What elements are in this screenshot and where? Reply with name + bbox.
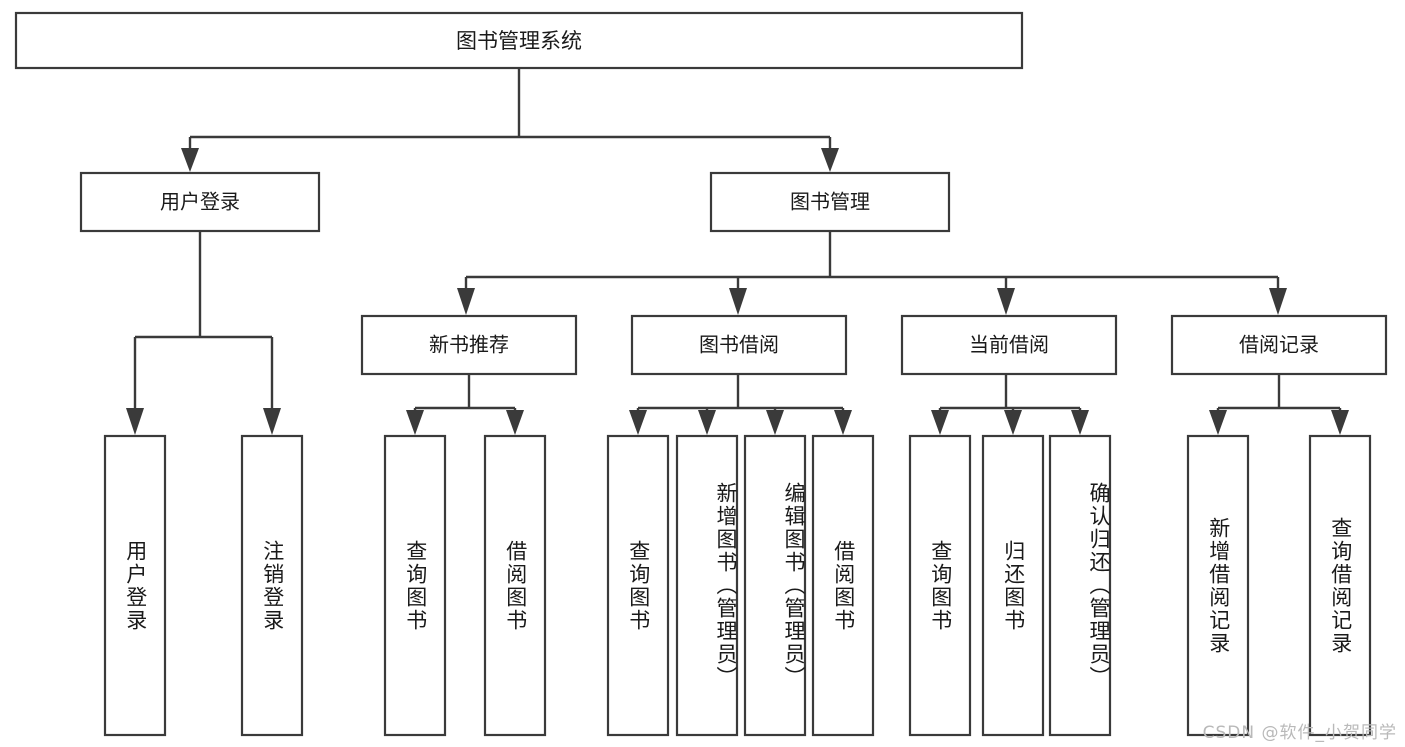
- leaf-box-add-borrow-record[interactable]: [1186, 434, 1250, 737]
- node-root-box[interactable]: [14, 11, 1024, 70]
- leaf-label-add-book-admin: 新增图书（管理员）: [714, 482, 738, 689]
- leaf-box-borrow-book-1[interactable]: [483, 434, 547, 737]
- leaf-box-add-book-admin[interactable]: [675, 434, 739, 737]
- leaf-label-borrow-book-1: 借阅图书: [503, 539, 528, 632]
- leaf-label-borrow-book-2: 借阅图书: [831, 539, 856, 632]
- arrowhead-leaf-query-book-2: [629, 410, 647, 435]
- node-current-borrow-label: 当前借阅: [969, 333, 1049, 357]
- leaf-label-add-borrow-record: 新增借阅记录: [1206, 516, 1231, 655]
- arrowhead-leaf-edit-book-admin: [766, 410, 784, 435]
- arrowhead-book-manage: [821, 148, 839, 172]
- arrowhead-leaf-user-login: [126, 408, 144, 435]
- csdn-watermark: CSDN @软件_小贺同学: [1202, 723, 1397, 743]
- leaf-box-confirm-return-admin[interactable]: [1048, 434, 1112, 737]
- node-user-login-box[interactable]: [79, 171, 321, 233]
- node-new-book-recommend-box[interactable]: [360, 314, 578, 376]
- arrowhead-current-borrow: [997, 288, 1015, 315]
- arrowhead-leaf-query-book-3: [931, 410, 949, 435]
- arrowhead-leaf-query-book-1: [406, 410, 424, 435]
- arrowhead-book-borrow: [729, 288, 747, 315]
- arrowhead-leaf-logout-login: [263, 408, 281, 435]
- leaf-box-edit-book-admin[interactable]: [743, 434, 807, 737]
- connector-group-book-manage: [457, 231, 1287, 315]
- leaf-box-borrow-book-2[interactable]: [811, 434, 875, 737]
- arrowhead-leaf-borrow-book-2: [834, 410, 852, 435]
- node-book-manage-label: 图书管理: [790, 190, 870, 214]
- leaf-box-logout-login[interactable]: [240, 434, 304, 737]
- connector-group-user-login: [126, 231, 281, 435]
- node-current-borrow[interactable]: 当前借阅: [900, 314, 1118, 376]
- leaf-label-query-book-2: 查询图书: [626, 539, 651, 632]
- leaf-box-return-book[interactable]: [981, 434, 1045, 737]
- node-borrow-record-box[interactable]: [1170, 314, 1388, 376]
- connector-group-new-book-recommend: [406, 374, 524, 435]
- leaf-box-query-book-3[interactable]: [908, 434, 972, 737]
- connector-group-root: [181, 68, 839, 172]
- node-user-login-label: 用户登录: [160, 190, 240, 214]
- leaf-box-group: [103, 434, 1372, 737]
- node-user-login[interactable]: 用户登录: [79, 171, 321, 233]
- arrowhead-user-login: [181, 148, 199, 172]
- node-book-borrow[interactable]: 图书借阅: [630, 314, 848, 376]
- node-new-book-recommend-label: 新书推荐: [429, 333, 509, 357]
- leaf-box-query-book-2[interactable]: [606, 434, 670, 737]
- node-book-manage-box[interactable]: [709, 171, 951, 233]
- leaf-box-user-login[interactable]: [103, 434, 167, 737]
- connector-group-book-borrow: [629, 374, 852, 435]
- leaf-label-query-book-1: 查询图书: [403, 539, 428, 632]
- node-borrow-record[interactable]: 借阅记录: [1170, 314, 1388, 376]
- arrowhead-leaf-add-borrow-record: [1209, 410, 1227, 435]
- node-root-label: 图书管理系统: [456, 29, 582, 53]
- arrowhead-new-book-recommend: [457, 288, 475, 315]
- arrowhead-leaf-confirm-return-admin: [1071, 410, 1089, 435]
- node-root[interactable]: 图书管理系统: [14, 11, 1024, 70]
- leaf-label-edit-book-admin: 编辑图书（管理员）: [782, 482, 806, 689]
- node-new-book-recommend[interactable]: 新书推荐: [360, 314, 578, 376]
- connector-group-borrow-record: [1209, 374, 1349, 435]
- arrowhead-borrow-record: [1269, 288, 1287, 315]
- leaf-box-query-book-1[interactable]: [383, 434, 447, 737]
- node-current-borrow-box[interactable]: [900, 314, 1118, 376]
- leaf-label-return-book: 归还图书: [1001, 539, 1026, 632]
- leaf-label-logout-login: 注销登录: [260, 539, 285, 632]
- node-book-borrow-box[interactable]: [630, 314, 848, 376]
- leaf-label-user-login: 用户登录: [123, 539, 148, 632]
- arrowhead-leaf-query-borrow-record: [1331, 410, 1349, 435]
- arrowhead-leaf-return-book: [1004, 410, 1022, 435]
- leaf-box-query-borrow-record[interactable]: [1308, 434, 1372, 737]
- node-book-borrow-label: 图书借阅: [699, 333, 779, 357]
- arrowhead-leaf-borrow-book-1: [506, 410, 524, 435]
- node-borrow-record-label: 借阅记录: [1239, 333, 1319, 357]
- node-book-manage[interactable]: 图书管理: [709, 171, 951, 233]
- leaf-label-query-borrow-record: 查询借阅记录: [1328, 516, 1353, 655]
- arrowhead-leaf-add-book-admin: [698, 410, 716, 435]
- connector-group-current-borrow: [931, 374, 1089, 435]
- leaf-label-confirm-return-admin: 确认归还（管理员）: [1087, 482, 1111, 689]
- leaf-label-query-book-3: 查询图书: [928, 539, 953, 632]
